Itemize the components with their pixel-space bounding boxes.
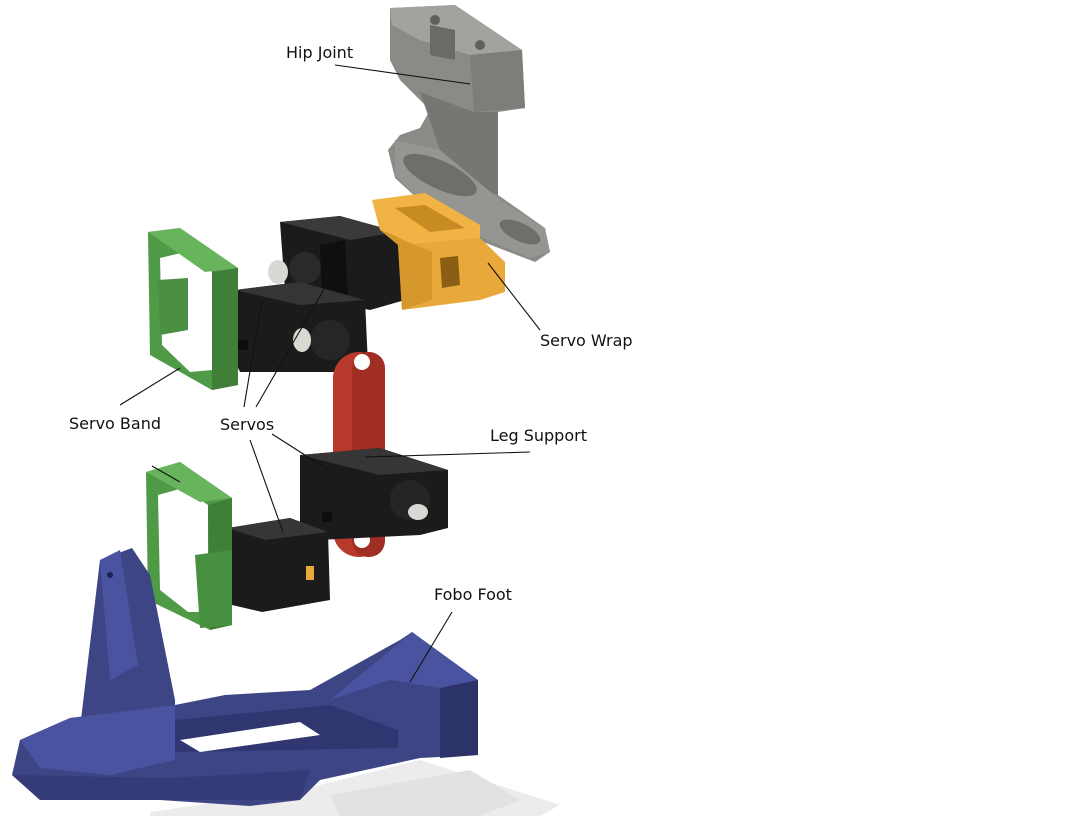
servo-band-label: Servo Band (69, 414, 161, 433)
middle-servo-part (232, 282, 368, 372)
lower-right-servo-part (300, 448, 448, 540)
servos-leader-2 (255, 269, 336, 408)
servo-band-lower-leader (151, 465, 181, 483)
hip-joint-label: Hip Joint (286, 43, 354, 62)
servo-wrap-leader (487, 262, 541, 331)
leg-support-leader (364, 451, 531, 458)
fobo-foot-leader (409, 611, 453, 683)
servos-leader-4 (271, 433, 331, 472)
servos-leader-3 (249, 439, 284, 533)
upper-servo-part (268, 216, 405, 310)
fobo-foot-label: Fobo Foot (434, 585, 512, 604)
lower-left-servo-part (181, 518, 330, 612)
servos-label: Servos (220, 415, 275, 434)
fobo-foot-part (12, 548, 478, 806)
servos-leader-1 (243, 299, 263, 408)
leader-lines (119, 64, 541, 683)
servo-wrap-label: Servo Wrap (540, 331, 633, 350)
servo-band-leader (119, 367, 181, 406)
leg-support-label: Leg Support (490, 426, 587, 445)
servo-wrap-part (372, 193, 505, 310)
upper-servo-band-part (148, 228, 238, 390)
hip-joint-leader (334, 64, 471, 85)
lower-servo-band-part (146, 462, 232, 630)
